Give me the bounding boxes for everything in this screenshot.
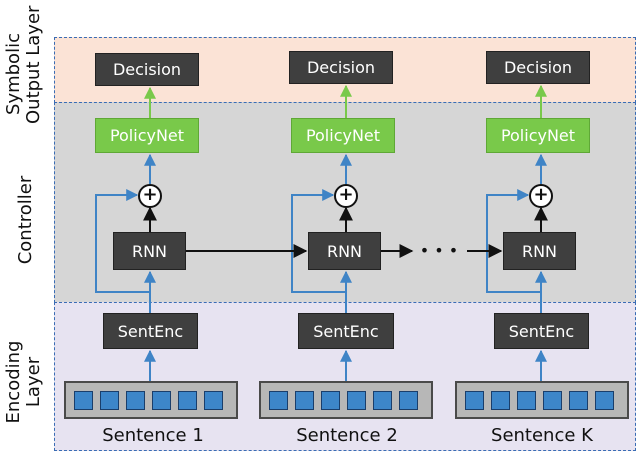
rnn-box-2: RNN [308,232,381,270]
sentence-sequence-1 [64,381,238,419]
token-cell [126,391,145,410]
token-cell [595,391,614,410]
sentenc-box-1: SentEnc [103,313,198,349]
plus-symbol-3: + [533,184,549,205]
token-cell [204,391,223,410]
plus-symbol-2: + [338,184,354,205]
token-cell [295,391,314,410]
plus-symbol-1: + [142,184,158,205]
token-cell [517,391,536,410]
token-cell [321,391,340,410]
policynet-box-1: PolicyNet [95,118,199,153]
token-cell [152,391,171,410]
column-1-arrows [95,86,162,381]
sentence-caption-3: Sentence K [491,425,593,446]
token-cell [347,391,366,410]
policynet-box-3: PolicyNet [486,118,590,153]
token-cell [74,391,93,410]
decision-box-2: Decision [289,51,393,84]
column-2-arrows [291,84,358,381]
decision-box-1: Decision [95,53,199,86]
decision-box-3: Decision [486,51,590,84]
column-3-arrows [486,84,553,381]
sentenc-box-2: SentEnc [298,313,394,349]
token-cell [373,391,392,410]
token-cell [543,391,562,410]
policynet-box-2: PolicyNet [291,118,395,153]
ellipsis: • • • [419,241,459,260]
token-cell [178,391,197,410]
token-cell [491,391,510,410]
token-cell [465,391,484,410]
rnn-box-1: RNN [113,232,186,270]
token-cell [569,391,588,410]
token-cell [399,391,418,410]
sentence-sequence-2 [259,381,433,419]
sentence-caption-2: Sentence 2 [296,425,398,446]
sentence-caption-1: Sentence 1 [102,425,204,446]
rnn-box-3: RNN [503,232,576,270]
sentence-sequence-3 [455,381,629,419]
token-cell [100,391,119,410]
token-cell [269,391,288,410]
sentenc-box-3: SentEnc [494,313,589,349]
